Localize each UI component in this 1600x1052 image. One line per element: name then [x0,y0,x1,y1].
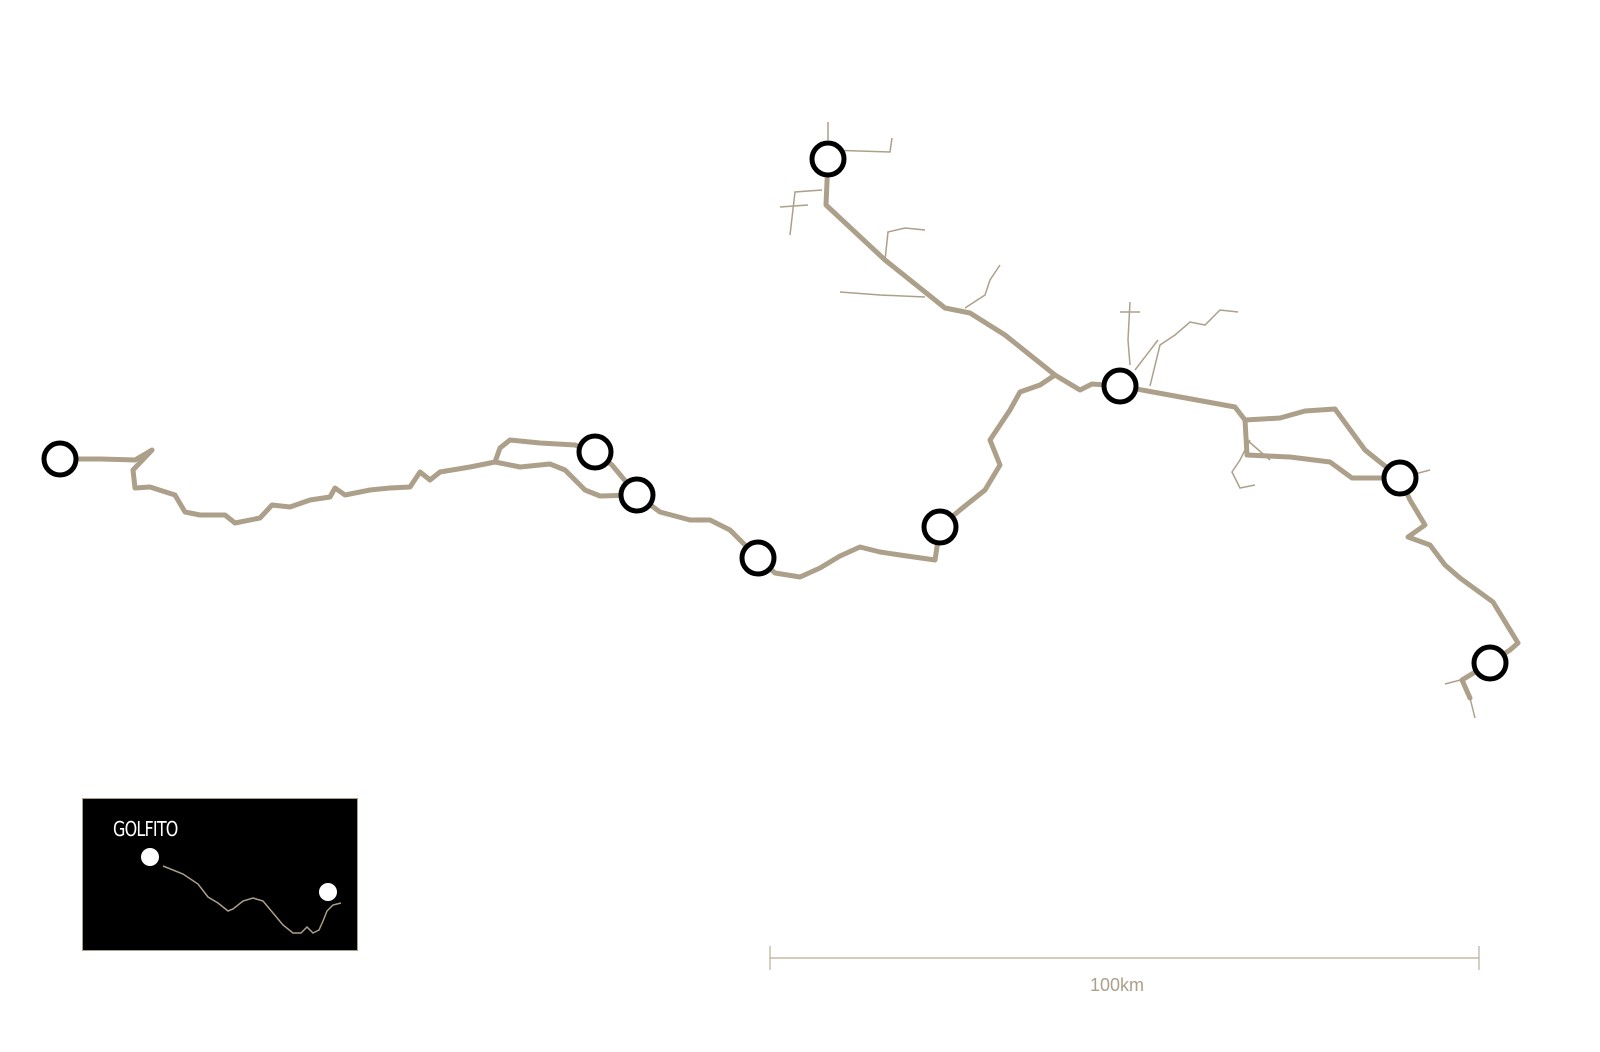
stop-marker[interactable] [1471,644,1509,682]
scale-bar [769,946,1480,970]
stop-marker[interactable] [1101,367,1139,405]
stop-marker[interactable] [618,476,656,514]
inset-map: GOLFITO [82,798,358,951]
stop-marker[interactable] [739,539,777,577]
inset-start-dot [141,848,159,866]
minor-roads [779,122,1476,719]
inset-label: GOLFITO [113,817,178,841]
stop-marker[interactable] [809,140,847,178]
scale-label: 100km [1090,975,1145,995]
stop-marker[interactable] [576,433,614,471]
inset-end-dot [319,883,337,901]
main-route [57,156,1521,701]
stops [41,140,1509,682]
stop-marker[interactable] [921,508,959,546]
stop-marker[interactable] [41,440,79,478]
inset-route [141,848,342,934]
stop-marker[interactable] [1381,459,1419,497]
